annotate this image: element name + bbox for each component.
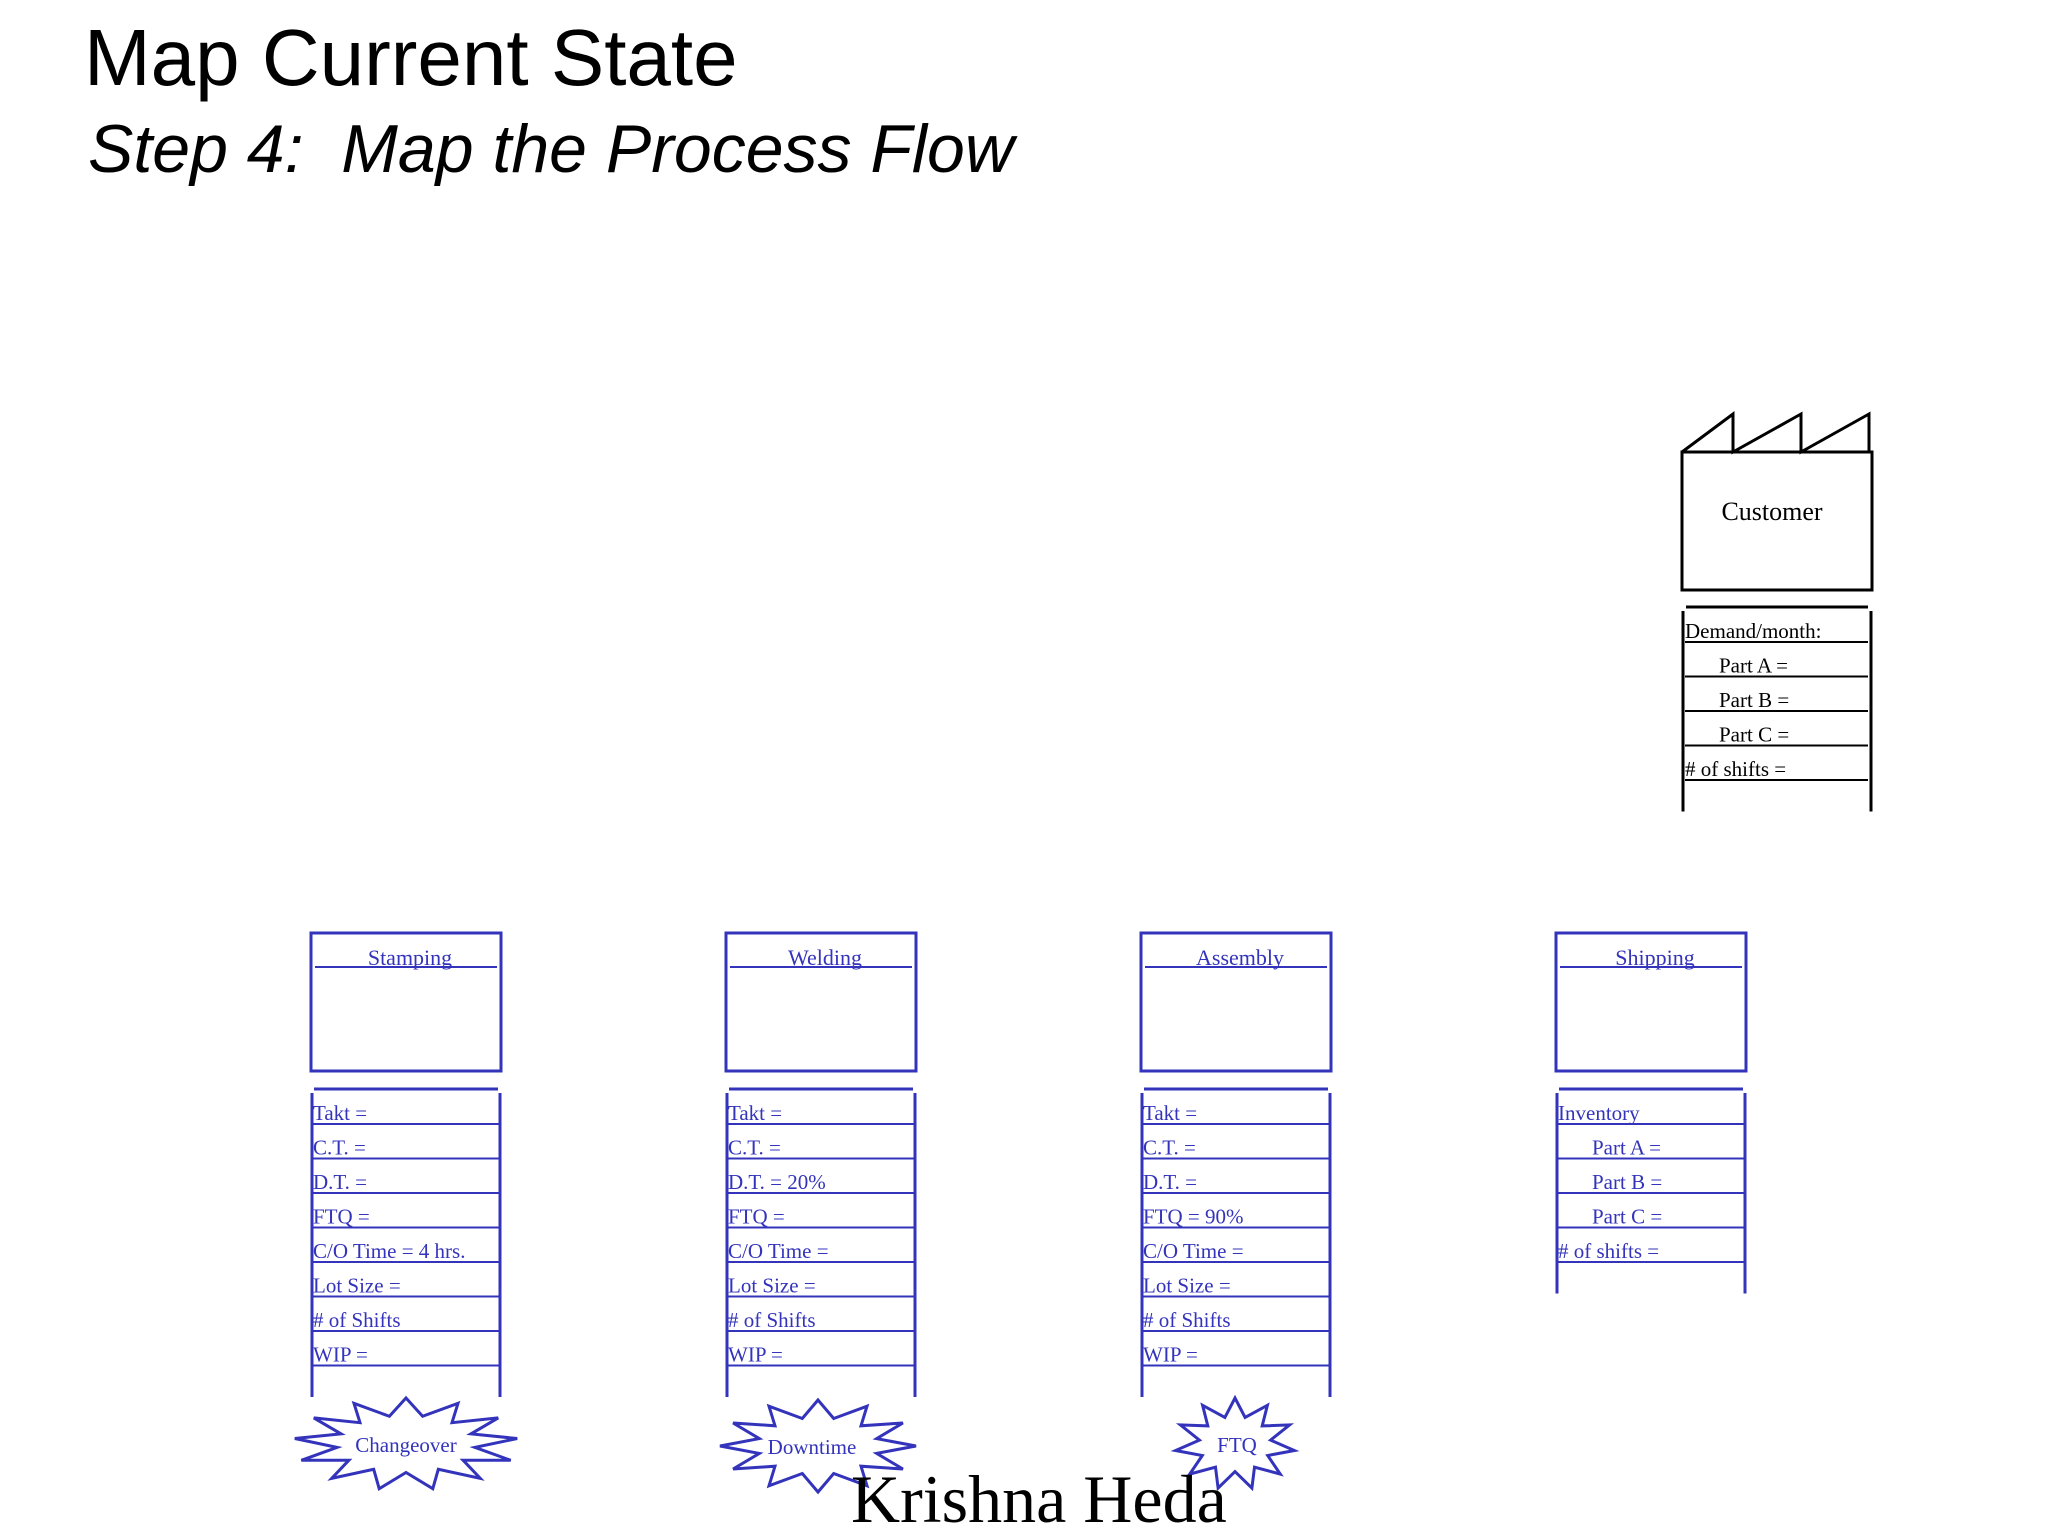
- process-header-box: [1554, 931, 1748, 1073]
- data-row-label: Part B =: [1592, 1170, 1662, 1194]
- customer-row-label: Demand/month:: [1685, 619, 1821, 643]
- kaizen-burst-icon: [294, 1395, 518, 1492]
- data-row-label: C/O Time =: [1143, 1239, 1244, 1263]
- customer-row-label: # of shifts =: [1685, 757, 1786, 781]
- data-row-label: # of Shifts: [313, 1308, 401, 1332]
- data-row-label: WIP =: [313, 1343, 368, 1367]
- process-header-box: [309, 931, 503, 1073]
- customer-row-label: Part A =: [1719, 654, 1788, 678]
- kaizen-burst-changeover: Changeover: [294, 1395, 518, 1492]
- data-row-label: Takt =: [313, 1101, 367, 1125]
- data-row-label: Part C =: [1592, 1205, 1662, 1229]
- data-row-label: Takt =: [1143, 1101, 1197, 1125]
- customer-label: Customer: [1721, 497, 1822, 526]
- factory-roof: [1681, 411, 1871, 455]
- data-row-label: C.T. =: [313, 1136, 366, 1160]
- data-row-label: Inventory: [1558, 1101, 1640, 1125]
- slide-title: Map Current State: [84, 13, 738, 102]
- data-row-label: D.T. = 20%: [728, 1170, 826, 1194]
- data-row-label: WIP =: [728, 1343, 783, 1367]
- process-title: Stamping: [368, 945, 452, 970]
- process-title: Assembly: [1196, 945, 1284, 970]
- process-title: Welding: [788, 945, 862, 970]
- data-row-label: # of Shifts: [1143, 1308, 1231, 1332]
- customer-row-label: Part B =: [1719, 688, 1789, 712]
- kaizen-burst-icon: [719, 1397, 917, 1495]
- data-row-label: WIP =: [1143, 1343, 1198, 1367]
- kaizen-burst-label: FTQ: [1217, 1433, 1257, 1457]
- kaizen-burst-label: Downtime: [768, 1435, 857, 1459]
- process-header-box: [724, 931, 918, 1073]
- data-row-label: Lot Size =: [313, 1274, 401, 1298]
- data-row-label: Takt =: [728, 1101, 782, 1125]
- data-row-label: # of Shifts: [728, 1308, 816, 1332]
- data-row-label: D.T. =: [313, 1170, 367, 1194]
- data-row-label: Lot Size =: [1143, 1274, 1231, 1298]
- data-row-label: FTQ =: [728, 1205, 785, 1229]
- process-title: Shipping: [1615, 945, 1694, 970]
- author-name: Krishna Heda: [851, 1461, 1227, 1537]
- slide-subtitle: Step 4: Map the Process Flow: [88, 111, 1014, 187]
- kaizen-burst-label: Changeover: [355, 1433, 456, 1457]
- data-row-label: FTQ =: [313, 1205, 370, 1229]
- data-row-label: C/O Time = 4 hrs.: [313, 1239, 465, 1263]
- data-row-label: Part A =: [1592, 1136, 1661, 1160]
- data-row-label: C.T. =: [1143, 1136, 1196, 1160]
- process-header-box: [1139, 931, 1333, 1073]
- data-row-label: D.T. =: [1143, 1170, 1197, 1194]
- data-row-label: FTQ = 90%: [1143, 1205, 1244, 1229]
- data-row-label: C.T. =: [728, 1136, 781, 1160]
- factory-icon: [1680, 450, 1874, 592]
- data-row-label: # of shifts =: [1558, 1239, 1659, 1263]
- data-row-label: Lot Size =: [728, 1274, 816, 1298]
- customer-row-label: Part C =: [1719, 723, 1789, 747]
- data-row-label: C/O Time =: [728, 1239, 829, 1263]
- kaizen-burst-downtime: Downtime: [719, 1397, 917, 1495]
- kaizen-burst-icon: [1170, 1394, 1300, 1492]
- kaizen-burst-ftq: FTQ: [1170, 1394, 1300, 1492]
